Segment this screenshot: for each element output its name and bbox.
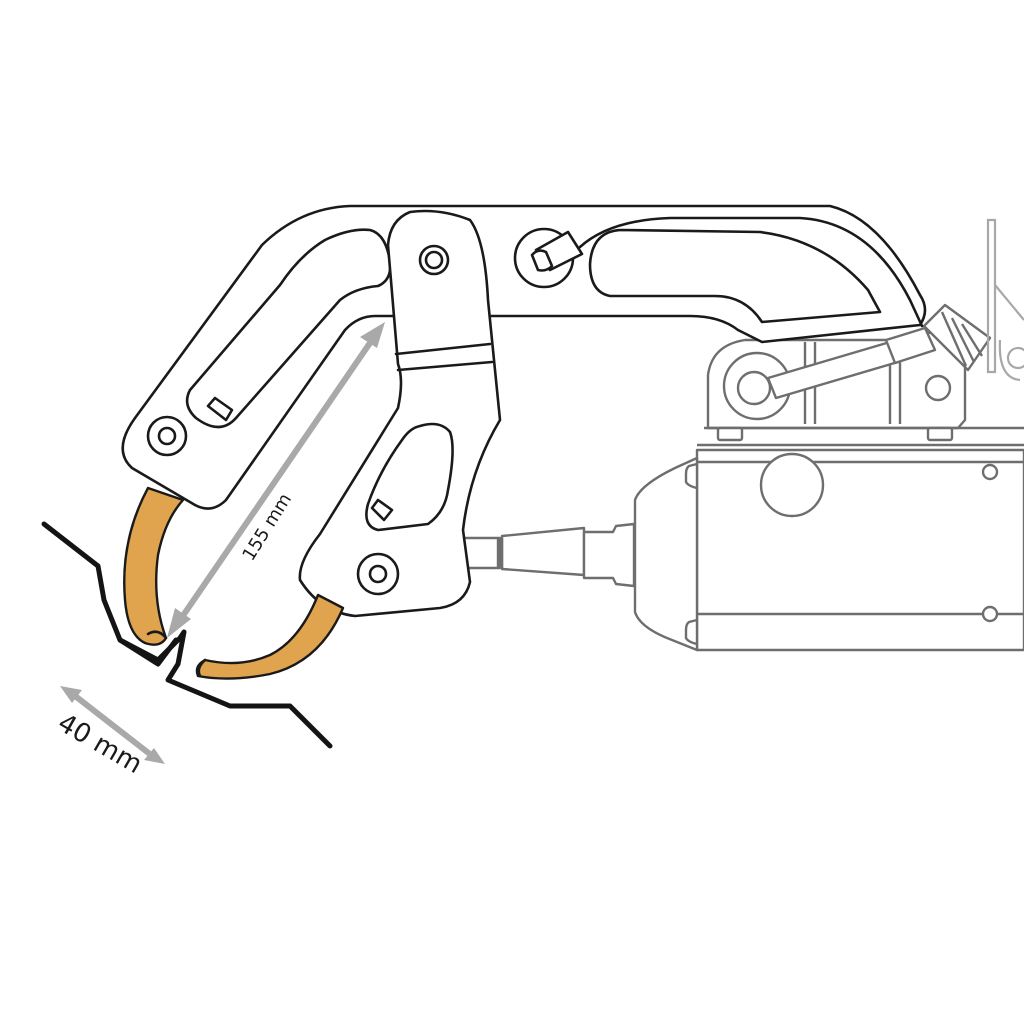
sheet-metal (41, 521, 333, 749)
lower-electrode (195, 593, 345, 680)
upper-arm (121, 204, 927, 510)
cylinder-body (458, 448, 1024, 652)
dimension-40mm: 40 mm (53, 686, 165, 780)
upper-electrode (123, 486, 185, 646)
lower-arm (298, 209, 502, 618)
pivot-bracket (697, 218, 1024, 447)
